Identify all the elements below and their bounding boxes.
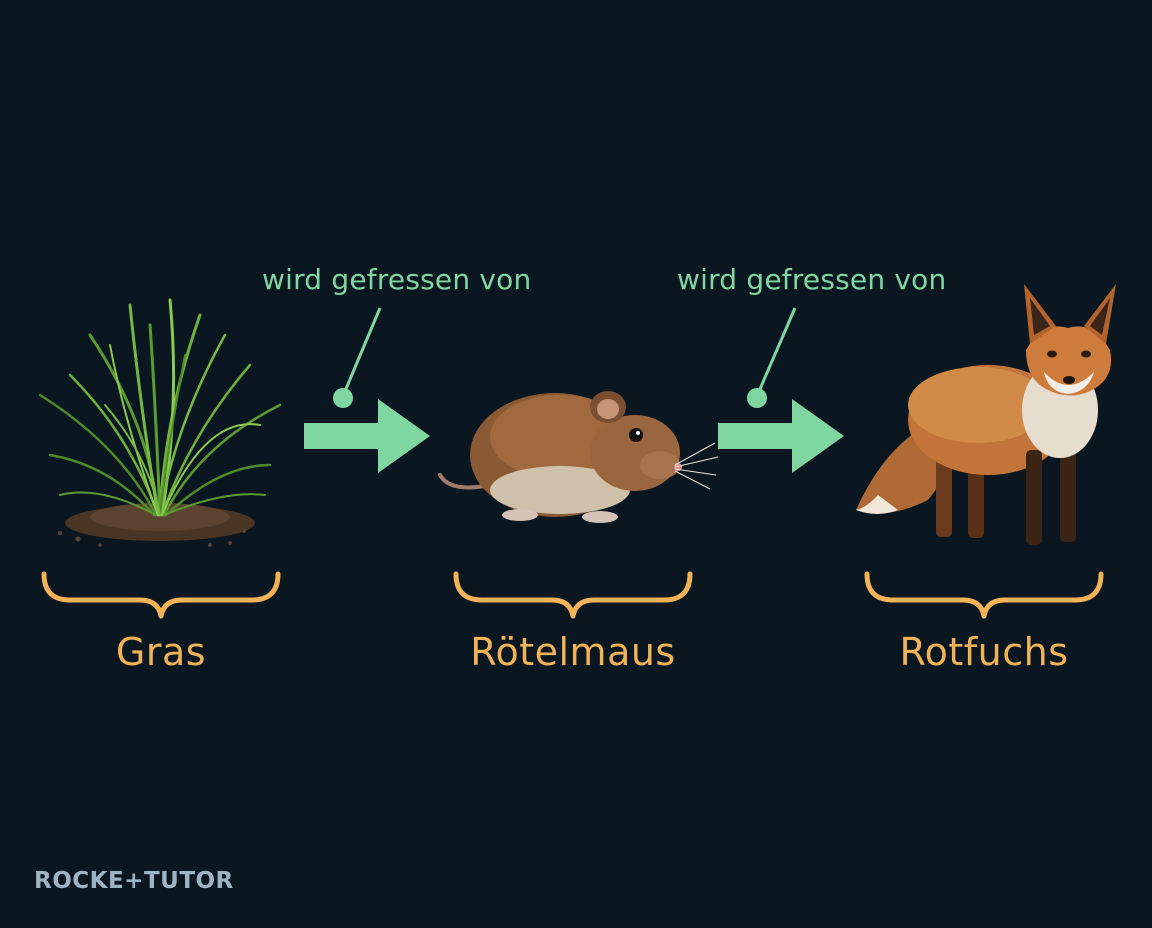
bracket-maus	[453, 571, 693, 619]
bracket-gras	[41, 571, 281, 619]
fox-icon	[856, 284, 1116, 545]
arrow-2	[718, 399, 844, 473]
bracket-fuchs	[864, 571, 1104, 619]
grass-icon	[38, 298, 282, 547]
edge-label-1: wird gefressen von	[262, 263, 532, 296]
brand-logo: ROCKE+TUTOR	[34, 868, 234, 894]
vole-icon	[438, 391, 719, 523]
arrow-1	[304, 399, 430, 473]
edge-label-2: wird gefressen von	[677, 263, 947, 296]
node-label-gras: Gras	[115, 630, 207, 674]
leader-line-2	[747, 307, 797, 408]
node-label-fuchs: Rotfuchs	[899, 630, 1069, 674]
leader-line-1	[333, 307, 382, 408]
node-label-maus: Rötelmaus	[470, 630, 676, 674]
